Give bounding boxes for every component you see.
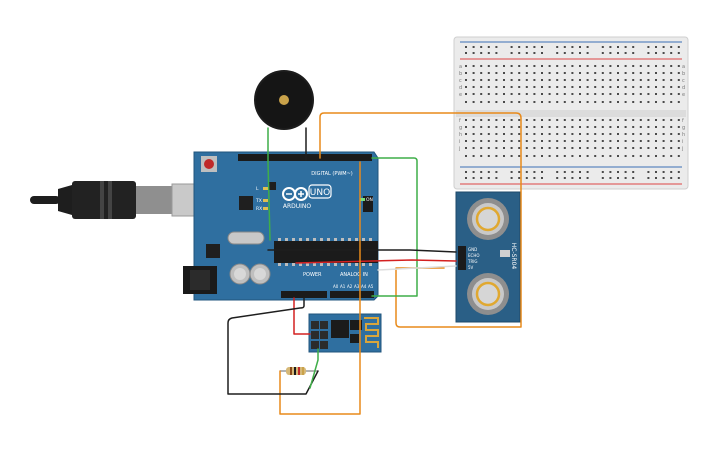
- green-wire-resistor: [309, 348, 319, 389]
- digital-label: DIGITAL (PWM~): [311, 171, 353, 177]
- l-led-label: L: [256, 186, 259, 192]
- usb-cable-icon: [30, 181, 215, 219]
- breadboard-row-letter: e: [459, 92, 462, 98]
- breadboard-row-letter: g: [459, 125, 462, 131]
- analog-pin-label: A4: [361, 284, 367, 289]
- uno-label: UNO: [310, 188, 330, 198]
- sensor-pin-label: GND: [468, 247, 477, 252]
- breadboard-row-letter: g: [682, 125, 685, 131]
- breadboard-row-letter: d: [459, 85, 462, 91]
- orange-wire-sensor-top: [319, 112, 522, 328]
- breadboard-row-letter: b: [459, 71, 462, 77]
- breadboard-row-letter: b: [682, 71, 685, 77]
- breadboard-row-letter: a: [459, 64, 462, 70]
- wires[interactable]: [227, 112, 522, 415]
- esp-header-pins[interactable]: [311, 321, 328, 349]
- analog-header[interactable]: [330, 291, 374, 298]
- analog-pin-label: A1: [340, 284, 346, 289]
- digital-header[interactable]: [238, 154, 372, 161]
- reset-button[interactable]: [204, 159, 214, 169]
- tx-led-label: TX: [255, 198, 262, 204]
- analog-pin-label: A3: [354, 284, 360, 289]
- breadboard-row-letter: i: [459, 139, 460, 145]
- breadboard-row-letter: e: [682, 92, 685, 98]
- breadboard-row-letter: a: [682, 64, 685, 70]
- arduino-logo-icon: [282, 187, 308, 201]
- power-header[interactable]: [281, 291, 327, 298]
- sensor-pin-label: ECHO: [468, 253, 479, 258]
- breadboard-row-letter: j: [681, 146, 683, 152]
- resistor-icon[interactable]: [280, 367, 318, 375]
- power-label: POWER: [303, 272, 322, 278]
- breadboard-row-letter: c: [459, 78, 462, 84]
- sensor-pin-label: TRIG: [467, 259, 478, 264]
- breadboard-row-letter: i: [682, 139, 683, 145]
- on-label: ON: [366, 197, 373, 203]
- black-wire-sensor: [267, 249, 457, 253]
- breadboard-row-letter: h: [682, 132, 685, 138]
- breadboard-row-letter: f: [682, 118, 684, 124]
- analog-pin-label: A2: [347, 284, 353, 289]
- analog-pin-label: A5: [368, 284, 374, 289]
- orange-wire-esp: [279, 161, 361, 415]
- buzzer-wire-green-2: [267, 161, 271, 241]
- breadboard-row-letter: d: [682, 85, 685, 91]
- arduino-brand-label: ARDUINO: [283, 203, 312, 210]
- breadboard-row-letter: j: [458, 146, 460, 152]
- arduino-uno-board[interactable]: UNO ARDUINO DIGITAL (PWM~) POWER ANALOG …: [183, 151, 379, 301]
- green-wire-right: [371, 157, 418, 297]
- red-wire-esp: [293, 297, 311, 335]
- breadboard-row-letter: c: [682, 78, 685, 84]
- sensor-pin-label: 5V: [468, 265, 474, 270]
- sensor-model-label: HC-SR04: [510, 243, 517, 270]
- analog-label: ANALOG IN: [340, 272, 368, 278]
- esp8266-module-icon[interactable]: [308, 313, 382, 353]
- breadboard-row-letter: h: [459, 132, 462, 138]
- black-wire-esp: [227, 297, 319, 395]
- red-wire-sensor: [295, 259, 457, 264]
- white-wire-sensor: [377, 265, 457, 271]
- piezo-buzzer-icon[interactable]: [254, 70, 314, 130]
- breadboard-holes: [465, 46, 680, 179]
- analog-pin-label: A0: [333, 284, 339, 289]
- rx-led-label: RX: [256, 206, 262, 212]
- breadboard-row-letter: f: [459, 118, 461, 124]
